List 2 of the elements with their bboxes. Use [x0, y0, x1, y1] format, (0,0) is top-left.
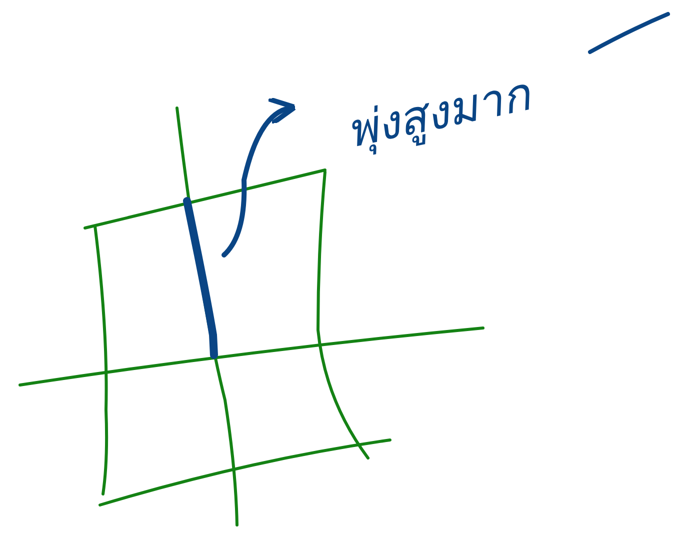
arrow [222, 98, 298, 258]
handwritten-note: พุ่งสูงมาก [290, 0, 613, 192]
